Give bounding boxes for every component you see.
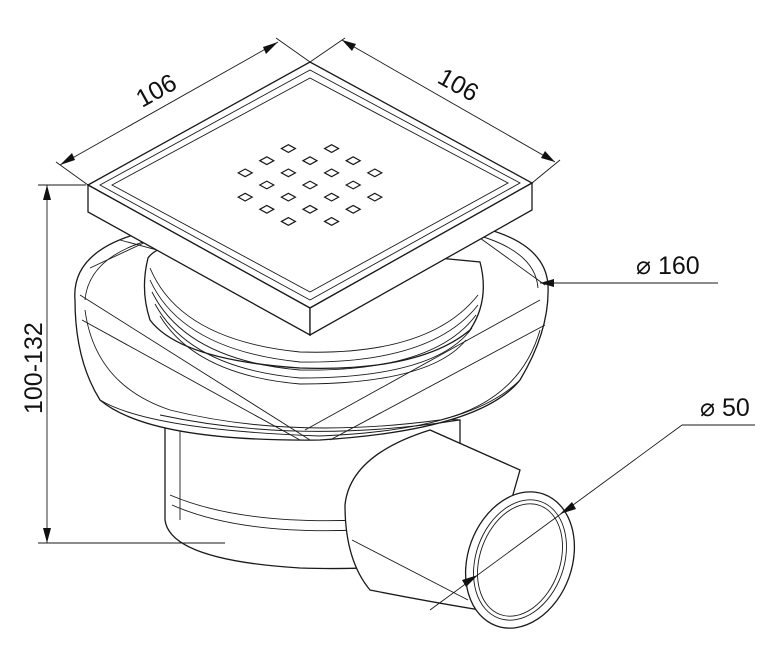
grate-hole [280,192,297,202]
flange-diameter-symbol: ⌀ [636,252,651,280]
grate-hole [323,216,340,226]
grate-hole [344,180,362,190]
dimension-flange-diameter: ⌀ 160 [540,252,718,287]
width-left-label: 106 [131,69,181,114]
square-grate [86,61,534,337]
dimension-height: 100-132 [20,184,225,544]
width-right-label: 106 [433,63,483,108]
grate-hole [301,156,319,166]
grate-hole [280,168,297,178]
outlet-pipe [344,429,576,629]
grate-hole [280,144,297,154]
dimension-outlet-diameter: ⌀ 50 [429,394,755,611]
outlet-diameter-label: 50 [722,394,750,422]
grate-hole [344,204,362,214]
grate-hole [323,144,340,154]
grate-hole [258,156,276,166]
grate-hole [236,168,254,178]
height-label: 100-132 [20,322,48,414]
flange-diameter-label: 160 [658,252,700,280]
grate-hole [366,168,384,178]
grate-hole [258,204,276,214]
grate-hole [258,180,276,190]
outlet-diameter-symbol: ⌀ [700,394,715,422]
grate-hole [323,192,340,202]
grate-hole [301,180,319,190]
grate-hole [236,192,254,202]
grate-hole [280,216,297,226]
grate-hole [301,204,319,214]
grate-hole [344,156,362,166]
grate-hole [323,168,340,178]
grate-holes [236,144,384,226]
grate-hole [366,192,384,202]
